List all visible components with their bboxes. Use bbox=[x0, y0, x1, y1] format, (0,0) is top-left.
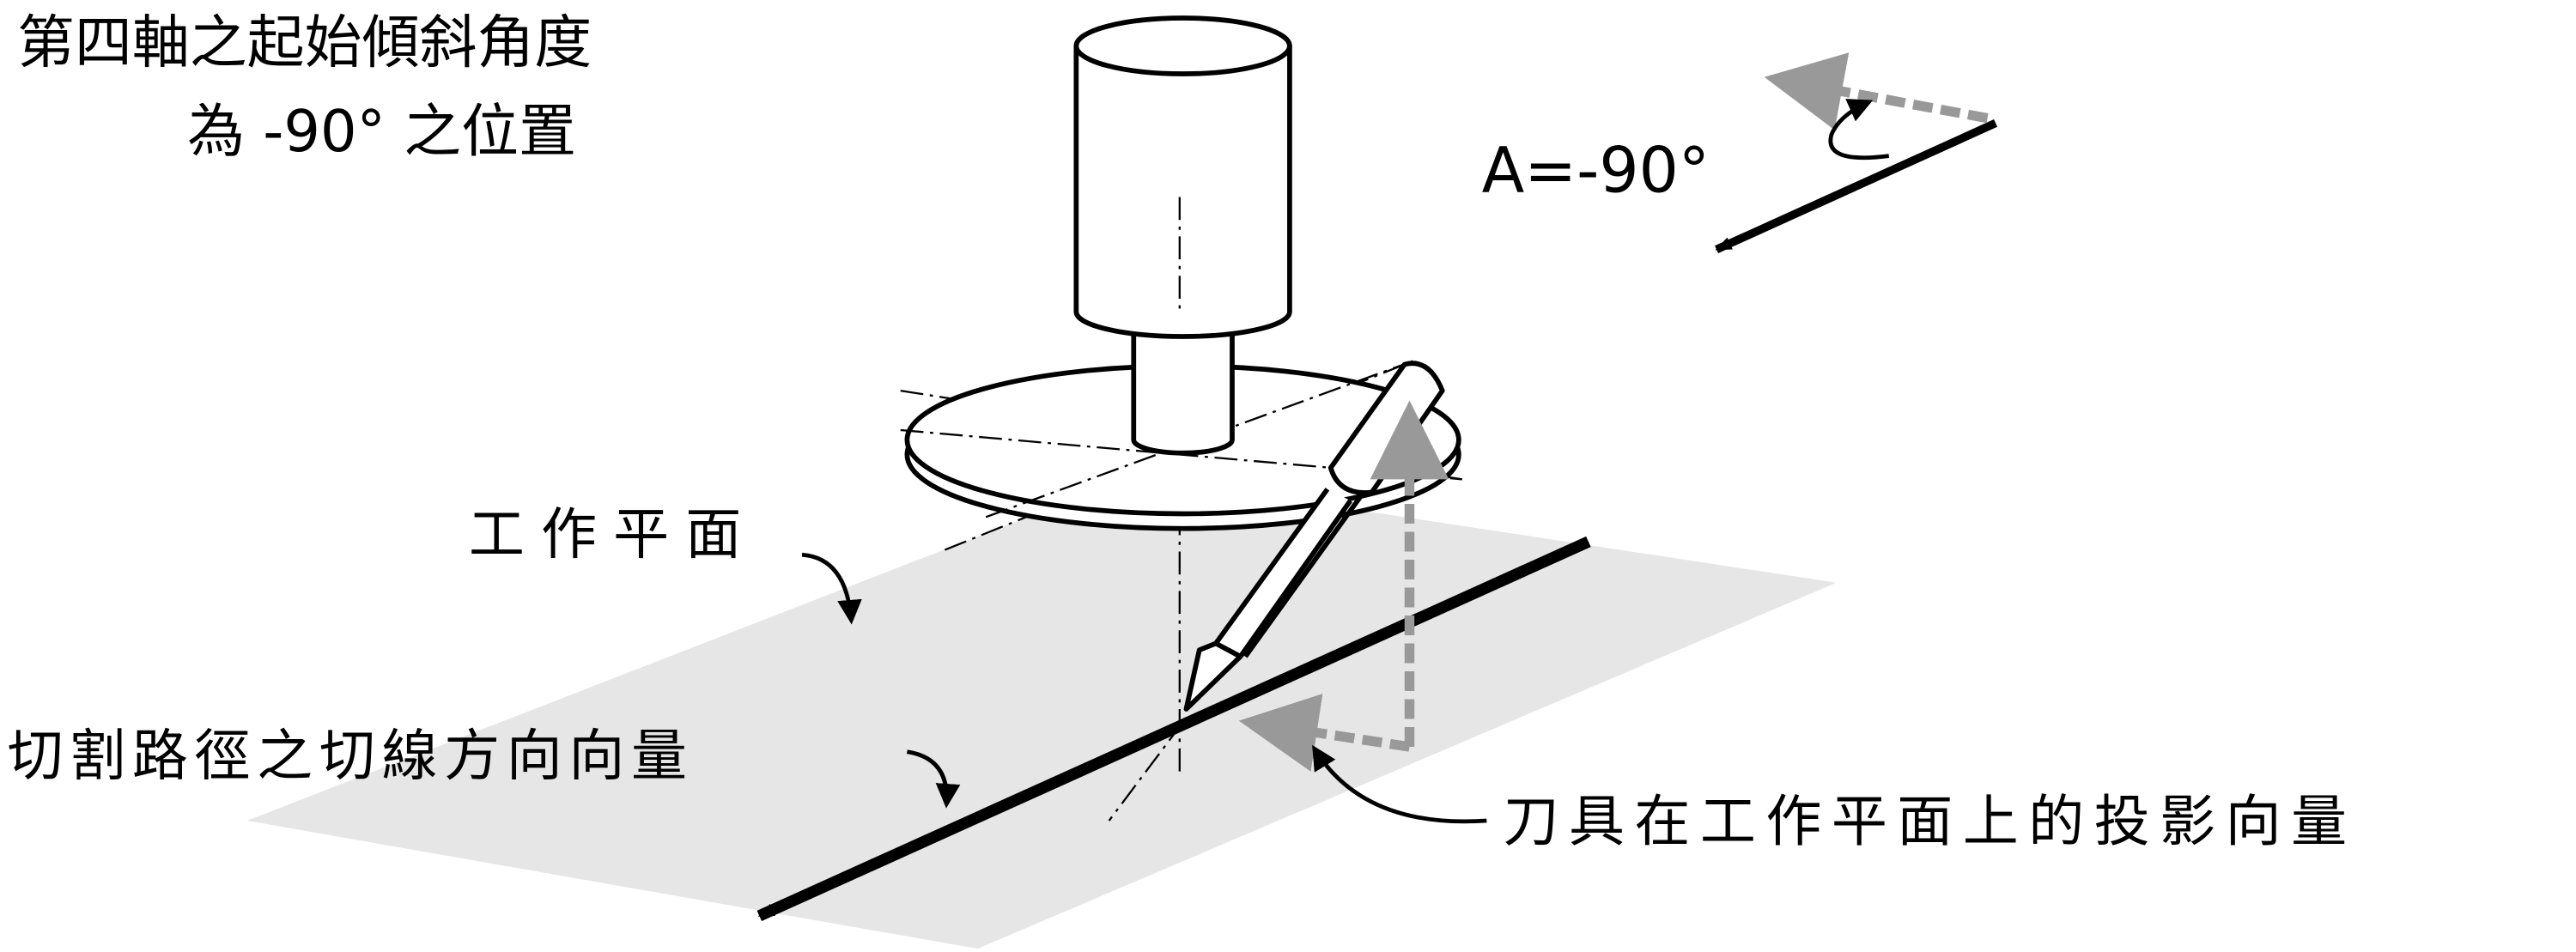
a-axis-arrow bbox=[1715, 119, 1998, 253]
title-line2: 為 -90° 之位置 bbox=[187, 98, 576, 165]
spindle-head bbox=[1073, 15, 1292, 339]
projection-vector-arrow bbox=[1238, 400, 1449, 772]
title-line1: 第四軸之起始傾斜角度 bbox=[17, 9, 592, 76]
angle-label: A=-90° bbox=[1482, 136, 1710, 208]
spindle bbox=[1131, 317, 1235, 456]
work-plane bbox=[246, 476, 1837, 949]
projection-vector-label: 刀具在工作平面上的投影向量 bbox=[1503, 790, 2356, 854]
a-axis-rotated-arrow bbox=[1764, 52, 1989, 130]
pointer-arrows bbox=[801, 552, 1487, 824]
tangent-vector-label: 切割路徑之切線方向向量 bbox=[8, 724, 694, 788]
rotation-arc-icon bbox=[1828, 99, 1890, 161]
tangent-vector-arrow bbox=[756, 536, 1591, 922]
work-plane-label: 工作平面 bbox=[469, 502, 757, 567]
